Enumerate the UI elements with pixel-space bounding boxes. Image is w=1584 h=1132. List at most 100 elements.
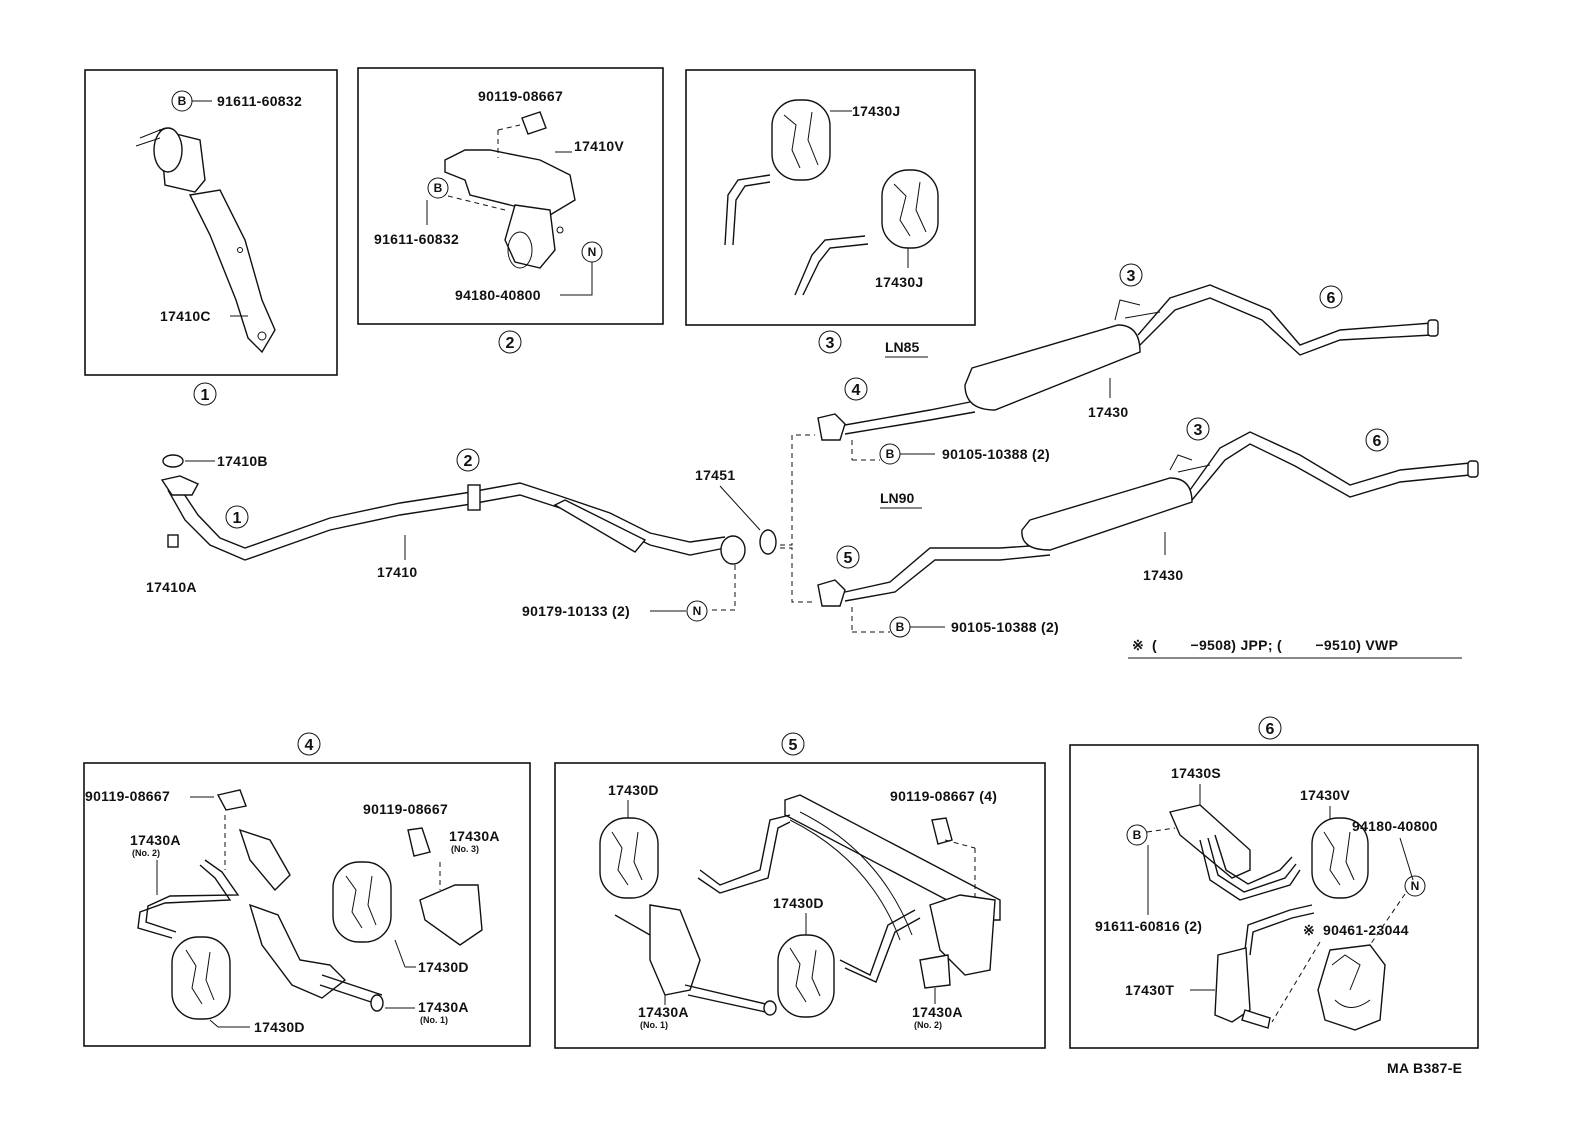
part-17430t: 17430T <box>1125 982 1174 998</box>
part-90105-10388-ln85: 90105-10388 (2) <box>942 446 1050 462</box>
svg-text:(No. 3): (No. 3) <box>451 844 479 854</box>
hanger-17430s-drawing <box>1169 804 1386 1031</box>
detail-box-2 <box>357 67 664 325</box>
bolt-b-symbol <box>1126 824 1148 846</box>
hanger-frame-drawing <box>599 794 1001 1018</box>
model-ln85: LN85 <box>885 339 919 355</box>
callout-5-main <box>836 545 860 569</box>
callout-2 <box>498 330 522 354</box>
rubber-mount-17430j-drawing <box>724 99 939 296</box>
svg-text:6: 6 <box>1373 433 1382 450</box>
callout-6-ln85 <box>1319 285 1343 309</box>
part-17430d-left: 17430D <box>254 1019 305 1035</box>
svg-text:2: 2 <box>506 335 515 352</box>
part-90105-10388-ln90: 90105-10388 (2) <box>951 619 1059 635</box>
detail-box-5 <box>554 762 1046 1049</box>
callout-4-main <box>844 377 868 401</box>
part-17430d-top: 17430D <box>608 782 659 798</box>
detail-box-6 <box>1069 744 1479 1049</box>
svg-text:1: 1 <box>233 510 242 527</box>
svg-text:B: B <box>1133 828 1142 842</box>
detail-box-3 <box>685 69 976 326</box>
diagram-id: MA B387-E <box>1387 1060 1462 1076</box>
svg-text:(No. 2): (No. 2) <box>914 1020 942 1030</box>
part-17430d-center: 17430D <box>773 895 824 911</box>
bracket-17410c-drawing <box>135 127 276 354</box>
part-17430a-no2: 17430A <box>130 832 181 848</box>
svg-text:3: 3 <box>1194 422 1203 439</box>
part-91611-60832: 91611-60832 <box>374 231 459 247</box>
part-17430-ln90: 17430 <box>1143 567 1183 583</box>
part-90119-08667-a: 90119-08667 <box>85 788 170 804</box>
svg-text:6: 6 <box>1327 290 1336 307</box>
part-17430d-right: 17430D <box>418 959 469 975</box>
nut-n-symbol <box>686 600 708 622</box>
part-17430s: 17430S <box>1171 765 1221 781</box>
callout-3-ln85 <box>1119 263 1143 287</box>
svg-text:N: N <box>588 245 597 259</box>
callout-3 <box>818 330 842 354</box>
hanger-17430a-drawing <box>137 789 483 1020</box>
svg-text:5: 5 <box>789 737 798 754</box>
svg-text:N: N <box>693 604 702 618</box>
bolt-b-letter: B <box>178 94 187 108</box>
part-90461-23044: 90461-23044 <box>1323 922 1409 938</box>
footnote-text: ( −9508) JPP; ( −9510) VWP <box>1152 637 1398 653</box>
part-90119-08667-b: 90119-08667 <box>363 801 448 817</box>
svg-text:5: 5 <box>844 550 853 567</box>
part-17430-ln85: 17430 <box>1088 404 1128 420</box>
callout-1-main <box>225 505 249 529</box>
callout-5 <box>781 732 805 756</box>
svg-text:4: 4 <box>305 737 314 754</box>
bracket-17410v-drawing <box>444 111 576 269</box>
part-94180-40800: 94180-40800 <box>455 287 541 303</box>
part-17410b: 17410B <box>217 453 268 469</box>
part-17451: 17451 <box>695 467 735 483</box>
nut-n-symbol <box>1404 875 1426 897</box>
callout-2-main <box>456 448 480 472</box>
svg-text:(No. 2): (No. 2) <box>132 848 160 858</box>
callout-1 <box>193 382 217 406</box>
callout-3-ln90 <box>1186 417 1210 441</box>
part-17410v: 17410V <box>574 138 624 154</box>
part-94180-40800: 94180-40800 <box>1352 818 1438 834</box>
part-90119-08667: 90119-08667 <box>478 88 563 104</box>
callout-4 <box>297 732 321 756</box>
footnote-mark: ※ <box>1132 637 1144 653</box>
callout-6-ln90 <box>1365 428 1389 452</box>
part-17430a-no1: 17430A <box>418 999 469 1015</box>
part-17430j-top: 17430J <box>852 103 901 119</box>
detail-box-1 <box>84 69 338 376</box>
svg-text:N: N <box>1411 879 1420 893</box>
svg-text:6: 6 <box>1266 721 1275 738</box>
callout-6 <box>1258 716 1282 740</box>
svg-text:1: 1 <box>201 387 210 404</box>
muffler-ln85 <box>817 284 1439 441</box>
part-17430v: 17430V <box>1300 787 1350 803</box>
svg-text:(No. 1): (No. 1) <box>640 1020 668 1030</box>
part-17410a: 17410A <box>146 579 197 595</box>
part-91611-60832: 91611-60832 <box>217 93 302 109</box>
footnote-mark-90461: ※ <box>1303 922 1315 938</box>
svg-text:3: 3 <box>1127 268 1136 285</box>
svg-text:(No. 1): (No. 1) <box>420 1015 448 1025</box>
front-pipe-17410 <box>160 454 777 565</box>
model-ln90: LN90 <box>880 490 914 506</box>
svg-text:2: 2 <box>464 453 473 470</box>
svg-text:3: 3 <box>826 335 835 352</box>
part-90179-10133: 90179-10133 (2) <box>522 603 630 619</box>
part-91611-60816: 91611-60816 (2) <box>1095 918 1202 934</box>
part-90119-08667-x4: 90119-08667 (4) <box>890 788 997 804</box>
part-17430a-no1: 17430A <box>638 1004 689 1020</box>
svg-text:B: B <box>886 447 895 461</box>
detail-box-4 <box>83 762 531 1047</box>
muffler-ln90 <box>817 431 1479 607</box>
bolt-b-symbol <box>427 177 449 199</box>
svg-text:B: B <box>434 181 443 195</box>
part-17430a-no3: 17430A <box>449 828 500 844</box>
part-17430j-bottom: 17430J <box>875 274 924 290</box>
svg-text:B: B <box>896 620 905 634</box>
part-17430a-no2: 17430A <box>912 1004 963 1020</box>
part-17410: 17410 <box>377 564 417 580</box>
